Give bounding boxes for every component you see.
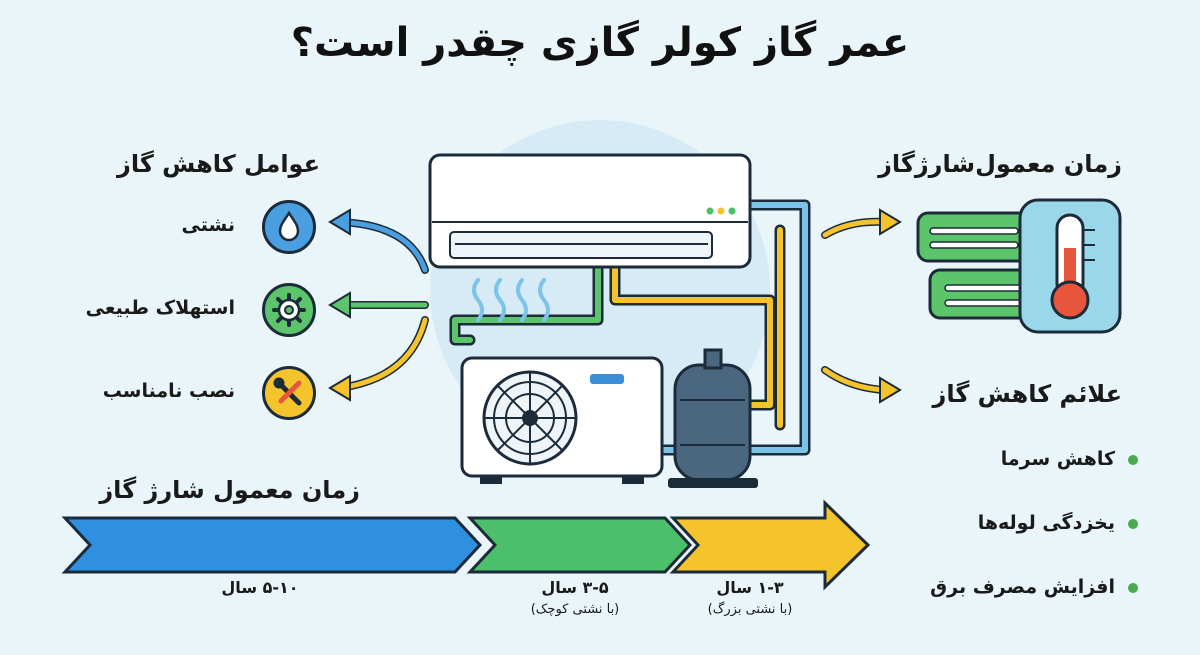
- thermometer-panel: [916, 198, 1122, 334]
- symptom-2: یخزدگی لوله‌ها: [977, 512, 1115, 534]
- timeline-heading: زمان معمول شارژ گاز: [99, 476, 360, 504]
- recharge-heading: زمان معمول‌شارژگاز: [878, 150, 1122, 178]
- airflow-icon: [472, 278, 550, 322]
- page-title: عمر گاز کولر گازی چقدر است؟: [290, 20, 910, 66]
- symptom-1: کاهش سرما: [1000, 448, 1115, 470]
- factor-install-label: نصب نامناسب: [102, 380, 235, 402]
- compressor: [668, 348, 758, 488]
- timeline-years-long: ۵-۱۰ سال: [221, 578, 299, 597]
- status-light: [706, 207, 714, 215]
- timeline-segment-short: [669, 499, 871, 591]
- bullet-icon: [1128, 519, 1138, 529]
- bullet-icon: [1128, 583, 1138, 593]
- timeline-segment-long: [61, 516, 483, 574]
- factor-leak-label: نشتی: [181, 214, 235, 236]
- factor-wear-label: استهلاک طبیعی: [85, 297, 235, 319]
- timeline-bar: [61, 499, 871, 591]
- timeline-years-medium: ۳-۵ سال: [541, 578, 609, 597]
- factor-arrows: [336, 218, 429, 392]
- timeline-note-medium: (با نشتی کوچک): [530, 602, 620, 617]
- timeline-note-short: (با نشتی بزرگ): [707, 602, 793, 617]
- timeline-segment-medium: [466, 516, 693, 574]
- water-drop-icon: [262, 200, 316, 254]
- gear-icon: [262, 283, 316, 337]
- wrench-screwdriver-icon: [262, 366, 316, 420]
- symptoms-heading: علائم کاهش گاز: [932, 380, 1122, 408]
- right-arrows: [821, 217, 889, 394]
- indoor-unit: [428, 153, 752, 269]
- symptom-3: افزایش مصرف برق: [930, 576, 1115, 598]
- factors-heading: عوامل کاهش گاز: [117, 150, 320, 178]
- outdoor-unit: [460, 356, 664, 484]
- timeline-years-short: ۱-۳ سال: [716, 578, 784, 597]
- bullet-icon: [1128, 455, 1138, 465]
